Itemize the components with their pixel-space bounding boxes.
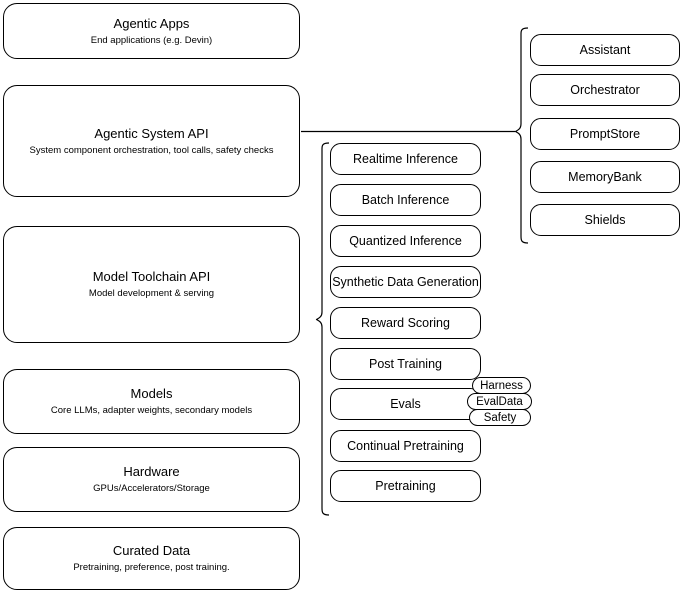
- component-label: Evals: [390, 397, 421, 411]
- component-orchestrator[interactable]: Orchestrator: [530, 74, 680, 106]
- component-label: Post Training: [369, 357, 442, 371]
- pill-label: Safety: [483, 411, 517, 424]
- component-label: Orchestrator: [570, 83, 640, 97]
- component-post-training[interactable]: Post Training: [330, 348, 481, 380]
- component-batch-inference[interactable]: Batch Inference: [330, 184, 481, 216]
- component-pretraining[interactable]: Pretraining: [330, 470, 481, 502]
- component-label: Pretraining: [375, 479, 436, 493]
- layer-title: Agentic Apps: [113, 15, 190, 31]
- pill-label: Harness: [480, 379, 523, 392]
- layer-hardware[interactable]: Hardware GPUs/Accelerators/Storage: [3, 447, 300, 512]
- toolchain-components-bracket: [315, 142, 330, 516]
- layer-subtitle: Core LLMs, adapter weights, secondary mo…: [50, 405, 253, 416]
- component-realtime-inference[interactable]: Realtime Inference: [330, 143, 481, 175]
- component-label: Quantized Inference: [349, 234, 462, 248]
- layer-title: Hardware: [123, 464, 180, 479]
- component-label: Shields: [584, 213, 626, 227]
- component-label: PromptStore: [569, 127, 641, 141]
- layer-model-toolchain-api[interactable]: Model Toolchain API Model development & …: [3, 226, 300, 343]
- layer-agentic-apps[interactable]: Agentic Apps End applications (e.g. Devi…: [3, 3, 300, 59]
- layer-title: Curated Data: [112, 543, 191, 558]
- pill-harness[interactable]: Harness: [472, 377, 531, 394]
- layer-subtitle: System component orchestration, tool cal…: [29, 144, 274, 156]
- component-label: Continual Pretraining: [347, 439, 464, 453]
- component-quantized-inference[interactable]: Quantized Inference: [330, 225, 481, 257]
- pill-evaldata[interactable]: EvalData: [467, 393, 532, 410]
- system-components-bracket: [514, 27, 529, 244]
- layer-title: Model Toolchain API: [92, 269, 211, 284]
- layer-curated-data[interactable]: Curated Data Pretraining, preference, po…: [3, 527, 300, 590]
- component-label: Reward Scoring: [361, 316, 450, 330]
- component-label: Batch Inference: [361, 193, 450, 207]
- layer-subtitle: Model development & serving: [88, 288, 215, 299]
- component-continual-pretraining[interactable]: Continual Pretraining: [330, 430, 481, 462]
- layer-agentic-system-api[interactable]: Agentic System API System component orch…: [3, 85, 300, 197]
- component-evals[interactable]: Evals: [330, 388, 481, 420]
- layer-subtitle: End applications (e.g. Devin): [90, 34, 213, 46]
- layer-models[interactable]: Models Core LLMs, adapter weights, secon…: [3, 369, 300, 434]
- component-label: Realtime Inference: [353, 152, 458, 166]
- pill-label: EvalData: [476, 395, 523, 408]
- layer-subtitle: Pretraining, preference, post training.: [73, 562, 230, 573]
- component-synthetic-data-generation[interactable]: Synthetic Data Generation: [330, 266, 481, 298]
- component-memorybank[interactable]: MemoryBank: [530, 161, 680, 193]
- component-shields[interactable]: Shields: [530, 204, 680, 236]
- component-label: Assistant: [579, 43, 631, 57]
- layer-title: Models: [130, 386, 173, 401]
- layer-title: Agentic System API: [94, 125, 209, 141]
- layer-subtitle: GPUs/Accelerators/Storage: [93, 483, 210, 494]
- component-assistant[interactable]: Assistant: [530, 34, 680, 66]
- component-label: Synthetic Data Generation: [332, 275, 479, 289]
- component-promptstore[interactable]: PromptStore: [530, 118, 680, 150]
- component-reward-scoring[interactable]: Reward Scoring: [330, 307, 481, 339]
- pill-safety[interactable]: Safety: [469, 409, 531, 426]
- component-label: MemoryBank: [568, 170, 642, 184]
